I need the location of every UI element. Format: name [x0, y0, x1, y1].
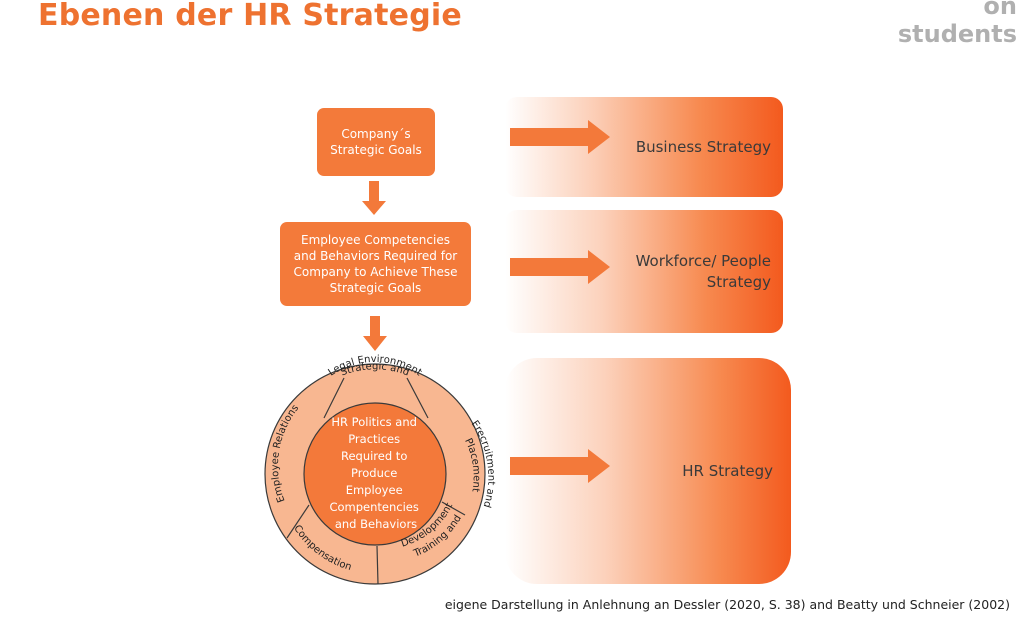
employee-competencies-box: Employee Competencies and Behaviors Requ… [280, 222, 471, 306]
competencies-line2: and Behaviors Required for [293, 249, 458, 263]
company-goals-line1: Company´s [341, 127, 411, 141]
down-arrow-2 [363, 316, 387, 351]
right-arrow-workforce [510, 250, 610, 284]
competencies-line3: Company to Achieve These [293, 265, 458, 279]
wheel-divider [286, 504, 310, 539]
wheel-divider [376, 545, 379, 585]
company-goals-box: Company´s Strategic Goals [317, 108, 435, 176]
band-workforce-label-line2: Strategy [706, 272, 771, 291]
page-title: Ebenen der HR Strategie [38, 0, 462, 33]
down-arrow-1 [362, 181, 386, 215]
band-business-strategy: Business Strategy [505, 97, 783, 197]
wheel-core [303, 402, 447, 546]
wheel-divider [323, 377, 345, 419]
company-goals-line2: Strategic Goals [330, 143, 422, 157]
band-workforce-label-line1: Workforce/ People [635, 251, 771, 270]
band-hr-label: HR Strategy [682, 461, 773, 480]
hr-practices-wheel: HR Politics and Practices Required to Pr… [264, 354, 496, 585]
brand-logo-text: on students [898, 0, 1017, 48]
band-hr-strategy: HR Strategy [505, 358, 791, 584]
competencies-line1: Employee Competencies [301, 233, 450, 247]
wheel-center-text: HR Politics and Practices Required to Pr… [329, 415, 422, 531]
source-footnote: eigene Darstellung in Anlehnung an Dessl… [444, 597, 1010, 612]
brand-line-1: on [983, 0, 1017, 20]
wheel-divider [406, 377, 429, 419]
wheel-divider [441, 501, 466, 516]
brand-line-2: students [897, 20, 1017, 48]
right-arrow-business [510, 120, 610, 154]
band-business-label: Business Strategy [635, 137, 771, 156]
right-arrow-hr [510, 449, 610, 483]
competencies-line4: Strategic Goals [329, 281, 422, 295]
